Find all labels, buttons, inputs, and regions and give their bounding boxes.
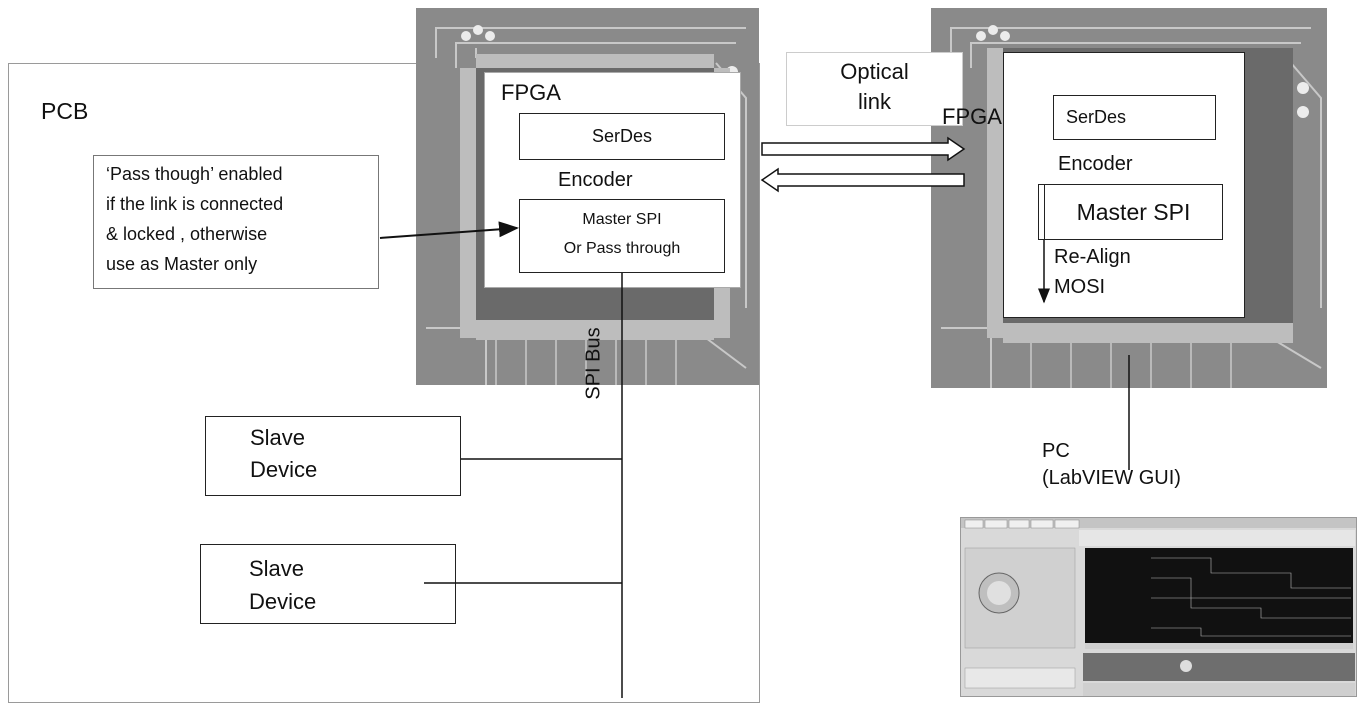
callout-pointer — [380, 228, 517, 238]
optical-arrow-left — [762, 169, 964, 191]
optical-arrow-right — [762, 138, 964, 160]
labview-gui-screenshot — [960, 517, 1357, 697]
